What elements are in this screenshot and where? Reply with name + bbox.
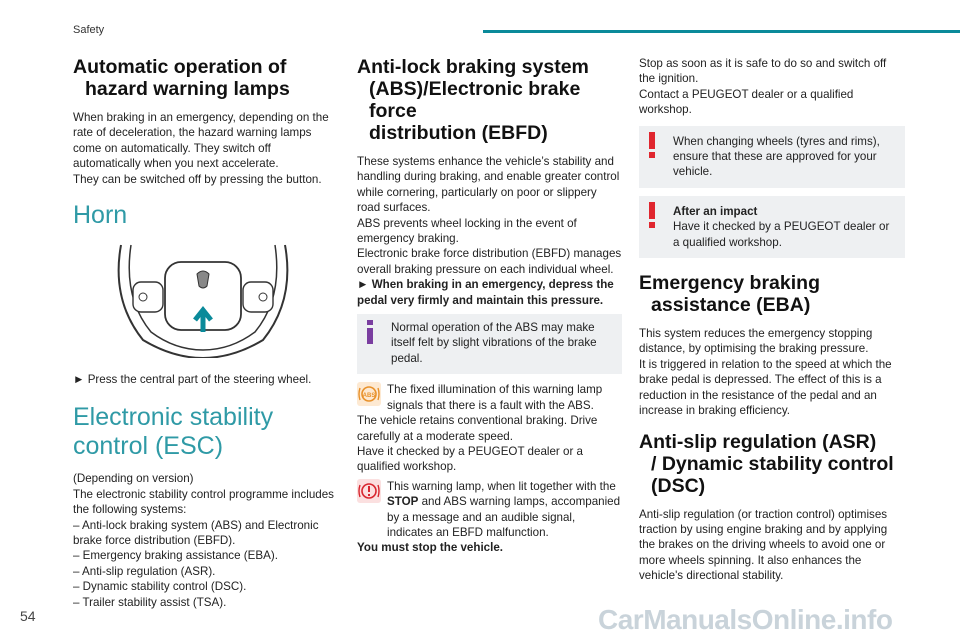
steering-wheel-illustration [113,240,293,360]
wheels-warning-note: When changing wheels (tyres and rims), e… [639,125,905,188]
abs-heading: Anti-lock braking system (ABS)/Electroni… [357,56,622,144]
hazard-text-2: They can be switched off by pressing the… [73,172,322,186]
brake-lamp-text-b: and ABS warning lamps, accompanied by a … [387,495,621,539]
header-accent-bar [483,30,960,33]
abs-para-1: These systems enhance the vehicle’s stab… [357,155,620,215]
abs-heading-line2: (ABS)/Electronic brake force [369,78,581,122]
asr-heading-line2: / Dynamic stability control [651,452,894,475]
contact-dealer: Contact a PEUGEOT dealer or a qualified … [639,87,854,117]
info-icon [365,320,375,348]
esc-version-note: (Depending on version) [73,472,194,486]
info-note-text: Normal operation of the ABS may make its… [391,321,597,365]
impact-warning-note: After an impact Have it checked by a PEU… [639,195,905,259]
abs-heading-line3: distribution (EBFD) [369,122,548,144]
running-header: Safety [73,24,105,36]
eba-para-1: This system reduces the emergency stoppi… [639,327,873,356]
hazard-heading-line2: hazard warning lamps [85,78,290,100]
esc-list: – Anti-lock braking system (ABS) and Ele… [73,518,335,610]
brake-warning-lamp-icon [357,478,381,503]
esc-intro: The electronic stability control program… [73,487,334,517]
eba-heading-line1: Emergency braking [639,272,820,295]
list-item: – Anti-lock braking system (ABS) and Ele… [73,518,319,548]
wheels-warning-text: When changing wheels (tyres and rims), e… [673,134,880,179]
abs-heading-line1: Anti-lock braking system [357,56,589,78]
asr-heading-line3: (DSC) [651,474,706,497]
abs-lamp-para-3: Have it checked by a PEUGEOT dealer or a… [357,444,583,474]
brake-lamp-text-a: This warning lamp, when lit together wit… [387,479,616,493]
stop-label: STOP [387,495,419,509]
column-3: Stop as soon as it is safe to do so and … [639,56,905,590]
stop-vehicle: You must stop the vehicle. [357,541,504,555]
eba-para-2: It is triggered in relation to the speed… [639,357,892,418]
abs-para-2: ABS prevents wheel locking in the event … [357,216,577,246]
eba-heading: Emergency braking assistance (EBA) [639,272,905,316]
esc-heading: Electronic stability control (ESC) [73,403,274,461]
abs-lamp-para-2: The vehicle retains conventional braking… [357,414,598,443]
abs-para-3: Electronic brake force distribution (EBF… [357,247,622,276]
list-item: – Dynamic stability control (DSC). [73,580,247,594]
list-item: – Trailer stability assist (TSA). [73,595,227,609]
asr-heading: Anti-slip regulation (ASR) / Dynamic sta… [639,431,905,497]
column-1: Automatic operation of hazard warning la… [73,56,335,610]
hazard-heading: Automatic operation of hazard warning la… [73,56,335,100]
page-number: 54 [20,608,36,624]
abs-step: ► When braking in an emergency, depress … [357,278,614,307]
horn-heading: Horn [73,201,128,230]
hazard-heading-line1: Automatic operation of [73,56,287,78]
hazard-text: When braking in an emergency, depending … [73,111,329,171]
list-item: – Anti-slip regulation (ASR). [73,564,216,578]
brake-lamp-text: This warning lamp, when lit together wit… [387,479,622,541]
asr-heading-line1: Anti-slip regulation (ASR) [639,430,877,453]
svg-text:ABS: ABS [363,393,376,399]
stop-advice: Stop as soon as it is safe to do so and … [639,57,887,86]
impact-warning-text: Have it checked by a PEUGEOT dealer or a… [673,220,890,249]
horn-step: ► Press the central part of the steering… [73,373,312,387]
abs-lamp-text: The fixed illumination of this warning l… [387,383,603,412]
watermark: CarManualsOnline.info [598,604,893,635]
info-note: Normal operation of the ABS may make its… [357,314,622,375]
exclamation-icon [647,201,657,232]
abs-lamp-block: ABS The fixed illumination of this warni… [357,382,622,413]
column-2: Anti-lock braking system (ABS)/Electroni… [357,56,622,562]
exclamation-icon [647,131,657,162]
impact-warning-title: After an impact [673,204,758,218]
brake-lamp-block: This warning lamp, when lit together wit… [357,478,622,541]
abs-warning-lamp-icon: ABS [357,382,381,407]
asr-para-1: Anti-slip regulation (or traction contro… [639,507,888,583]
list-item: – Emergency braking assistance (EBA). [73,549,278,563]
eba-heading-line2: assistance (EBA) [651,294,811,317]
